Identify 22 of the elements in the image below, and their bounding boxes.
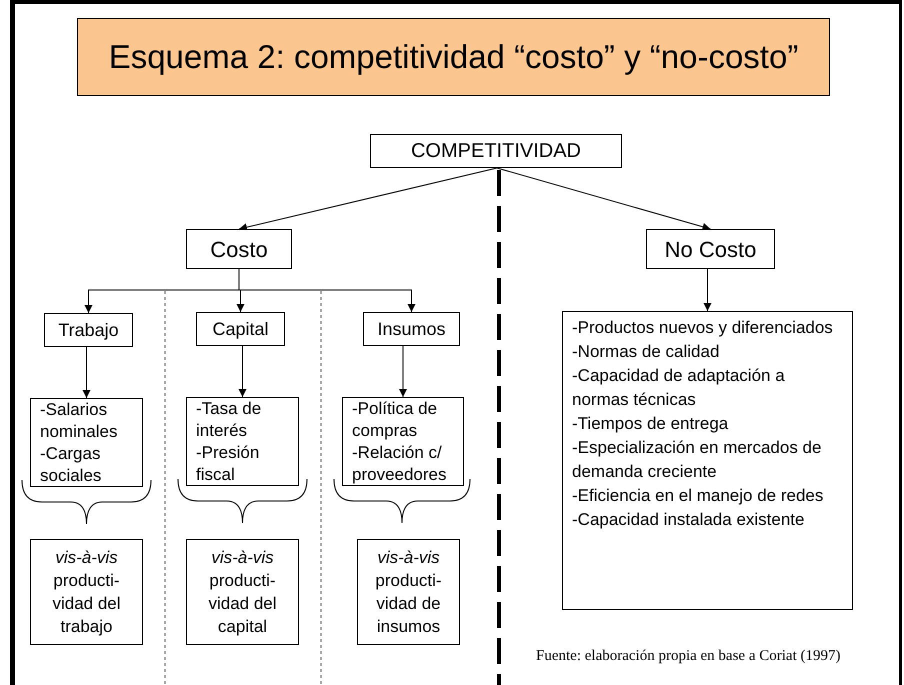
arrow [704,268,712,312]
text-box: -Salarios nominales -Cargas sociales [30,398,143,487]
text-box: Capital [196,312,285,346]
text-box: -Política de compras -Relación c/ proveedores [342,397,464,486]
title-banner: Esquema 2: competitividad “costo” y “no-costo” [77,18,830,96]
text-box: vis-à-vis producti-vidad del trabajo [30,539,143,645]
arrow [238,168,498,232]
text-box: COMPETITIVIDAD [370,134,622,168]
text-box: Costo [186,229,292,269]
text-box: -Tasa de interés -Presión fiscal [186,397,299,486]
arrow [496,168,711,231]
text-box: Insumos [363,312,460,346]
arrow [399,346,407,398]
text-box: Trabajo [44,313,133,347]
text-box: No Costo [646,229,775,269]
arrow [238,346,246,398]
source-note: Fuente: elaboración propia en base a Coriat (1997) [536,647,840,666]
arrow [82,346,90,398]
text-box: vis-à-vis producti-vidad del capital [186,539,299,645]
text-box: -Productos nuevos y diferenciados -Normas de calidad -Capacidad de adaptación a normas técnicas -Tiempos de entrega -Especialización en mercados de demanda creciente -Eficiencia en el manejo de redes -Capacidad instalada existente [562,311,853,610]
arrow [238,268,416,312]
text-box: vis-à-vis producti-vidad de insumos [357,539,460,645]
